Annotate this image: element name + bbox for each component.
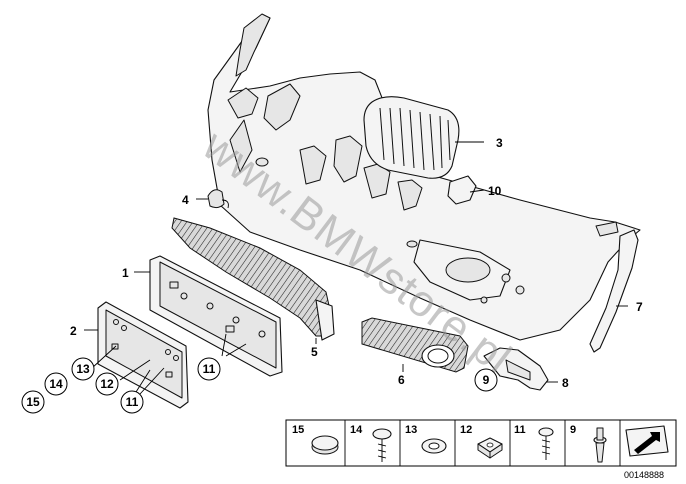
callout-7: 7 xyxy=(636,300,643,314)
tow-hook-cover xyxy=(447,175,477,205)
arrow-box-icon xyxy=(625,425,669,457)
legend-label-9: 9 xyxy=(570,424,576,436)
callout-3: 3 xyxy=(496,136,503,150)
callout-2: 2 xyxy=(70,324,77,338)
license-plate-holder xyxy=(97,301,189,409)
callout-9: 9 xyxy=(483,373,490,387)
fog-light-grille xyxy=(361,317,469,373)
legend-label-11: 11 xyxy=(514,424,526,436)
callout-11-left: 11 xyxy=(126,395,139,409)
callout-6: 6 xyxy=(398,373,405,387)
bumper-cover xyxy=(207,13,641,341)
legend-item-12: 12 xyxy=(460,424,503,459)
legend-label-14: 14 xyxy=(350,424,363,436)
leader-lines xyxy=(84,141,628,395)
kidney-grille xyxy=(363,96,460,179)
legend-item-9: 9 xyxy=(570,424,607,463)
legend-item-13: 13 xyxy=(405,424,447,454)
callout-12: 12 xyxy=(100,377,114,391)
legend-item-15: 15 xyxy=(292,424,339,455)
clip-part-4 xyxy=(207,189,229,209)
bracket-part-8 xyxy=(483,347,549,391)
legend-item-11: 11 xyxy=(514,424,554,460)
legend-label-15: 15 xyxy=(292,424,304,436)
callout-14: 14 xyxy=(49,377,63,391)
lower-grille xyxy=(171,217,335,341)
legend-label-12: 12 xyxy=(460,424,472,436)
callout-4: 4 xyxy=(182,193,189,207)
legend-label-13: 13 xyxy=(405,424,417,436)
license-plate-base xyxy=(149,255,283,377)
callout-15: 15 xyxy=(26,395,40,409)
legend-item-14: 14 xyxy=(350,424,392,462)
callout-13: 13 xyxy=(76,362,90,376)
side-trim-strip xyxy=(589,229,639,353)
callout-11-right: 11 xyxy=(203,362,216,376)
callout-labels: 3 10 4 1 2 5 6 7 8 xyxy=(70,136,643,390)
circled-callouts: 11 13 12 14 11 15 9 xyxy=(21,357,498,414)
callout-1: 1 xyxy=(122,266,129,280)
document-number: 00148888 xyxy=(624,470,664,480)
callout-8: 8 xyxy=(562,376,569,390)
fastener-legend: 15 14 13 12 11 9 xyxy=(285,419,677,467)
callout-5: 5 xyxy=(311,345,318,359)
callout-10: 10 xyxy=(488,184,502,198)
